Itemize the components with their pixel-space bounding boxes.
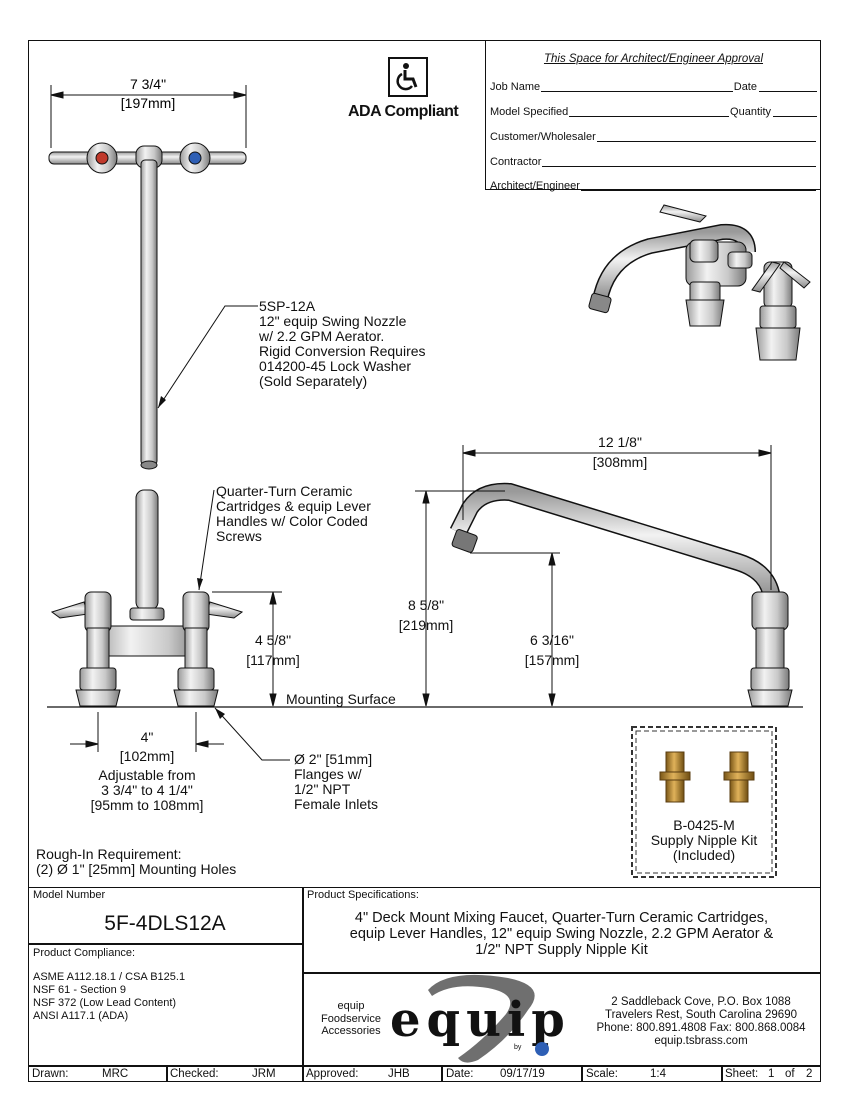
model-specified-row[interactable]: Model Specified Quantity <box>490 101 817 119</box>
date-label-footer: Date: <box>446 1068 474 1080</box>
drawing-frame <box>28 40 821 1082</box>
top-width-dimension <box>50 85 247 148</box>
job-name-row[interactable]: Job Name Date <box>490 76 817 94</box>
scale-value: 1:4 <box>650 1068 666 1080</box>
supply-nipple-icon <box>659 751 755 803</box>
ada-label: ADA Compliant <box>348 103 459 120</box>
scale-label: Scale: <box>586 1068 618 1080</box>
handle-height-in: 4 5/8" <box>255 632 291 648</box>
rough-in-callout: Rough-In Requirement:(2) Ø 1" [25mm] Mou… <box>36 846 237 877</box>
center-dimension <box>70 712 224 752</box>
model-number: 5F-4DLS12A <box>104 912 226 935</box>
sheet-total: 2 <box>806 1068 813 1080</box>
sheet-value: 1 <box>768 1068 775 1080</box>
equip-logo: equip by <box>390 974 571 1063</box>
approved-value: JHB <box>388 1068 410 1080</box>
customer-label: Customer/Wholesaler <box>490 131 596 143</box>
faucet-isometric-view <box>588 204 811 361</box>
title-block <box>28 887 821 1082</box>
date-label: Date <box>733 81 757 93</box>
sheet-of: of <box>785 1068 795 1080</box>
handle-height-mm: [117mm] <box>246 652 299 668</box>
reach-dimension <box>462 445 772 590</box>
drawn-value: MRC <box>102 1068 129 1080</box>
faucet-top-view <box>48 142 247 470</box>
quantity-label: Quantity <box>730 106 771 118</box>
specs-text: 4" Deck Mount Mixing Faucet, Quarter-Tur… <box>349 910 774 958</box>
contractor-label: Contractor <box>490 156 542 168</box>
outlet-height-mm: [157mm] <box>525 652 579 668</box>
drawn-label: Drawn: <box>32 1068 69 1080</box>
job-name-label: Job Name <box>490 81 541 93</box>
center-mm: [102mm] <box>120 748 174 764</box>
sheet-label: Sheet: <box>725 1068 759 1080</box>
approved-label: Approved: <box>306 1068 359 1080</box>
contractor-row[interactable]: Contractor <box>490 151 817 169</box>
compliance-label: Product Compliance: <box>33 947 136 959</box>
outlet-height-in: 6 3/16" <box>530 632 574 648</box>
total-height-in: 8 5/8" <box>408 597 444 613</box>
customer-row[interactable]: Customer/Wholesaler <box>490 126 817 144</box>
equip-logo-text: equip <box>390 992 571 1048</box>
checked-label: Checked: <box>170 1068 219 1080</box>
tandS-logo-icon <box>535 1042 549 1056</box>
total-height-mm: [219mm] <box>399 617 453 633</box>
center-in: 4" <box>141 729 154 745</box>
mounting-surface-label: Mounting Surface <box>286 691 396 707</box>
top-width-mm: [197mm] <box>121 95 175 111</box>
faucet-drawing: 7 3/4" [197mm] 4 5/8" [1 <box>47 76 811 878</box>
handle-height-dimension <box>212 591 282 707</box>
reach-mm: [308mm] <box>593 454 647 470</box>
nipple-kit-box <box>631 726 777 878</box>
faucet-side-view <box>449 482 793 707</box>
wheelchair-icon <box>388 57 428 97</box>
specs-label: Product Specifications: <box>307 889 419 901</box>
architect-label: Architect/Engineer <box>490 180 580 192</box>
total-height-dimension <box>415 490 505 707</box>
outlet-height-dimension <box>470 552 560 707</box>
model-number-label: Model Number <box>33 889 106 901</box>
logo-by: by <box>514 1044 522 1051</box>
top-width-in: 7 3/4" <box>130 76 166 92</box>
faucet-front-view <box>50 489 244 707</box>
reach-in: 12 1/8" <box>598 434 642 450</box>
approval-box: This Space for Architect/Engineer Approv… <box>485 40 821 193</box>
checked-value: JRM <box>252 1068 276 1080</box>
date-value: 09/17/19 <box>500 1068 545 1080</box>
architect-row[interactable]: Architect/Engineer <box>490 175 817 193</box>
model-specified-label: Model Specified <box>490 106 569 118</box>
approval-heading: This Space for Architect/Engineer Approv… <box>543 53 764 65</box>
